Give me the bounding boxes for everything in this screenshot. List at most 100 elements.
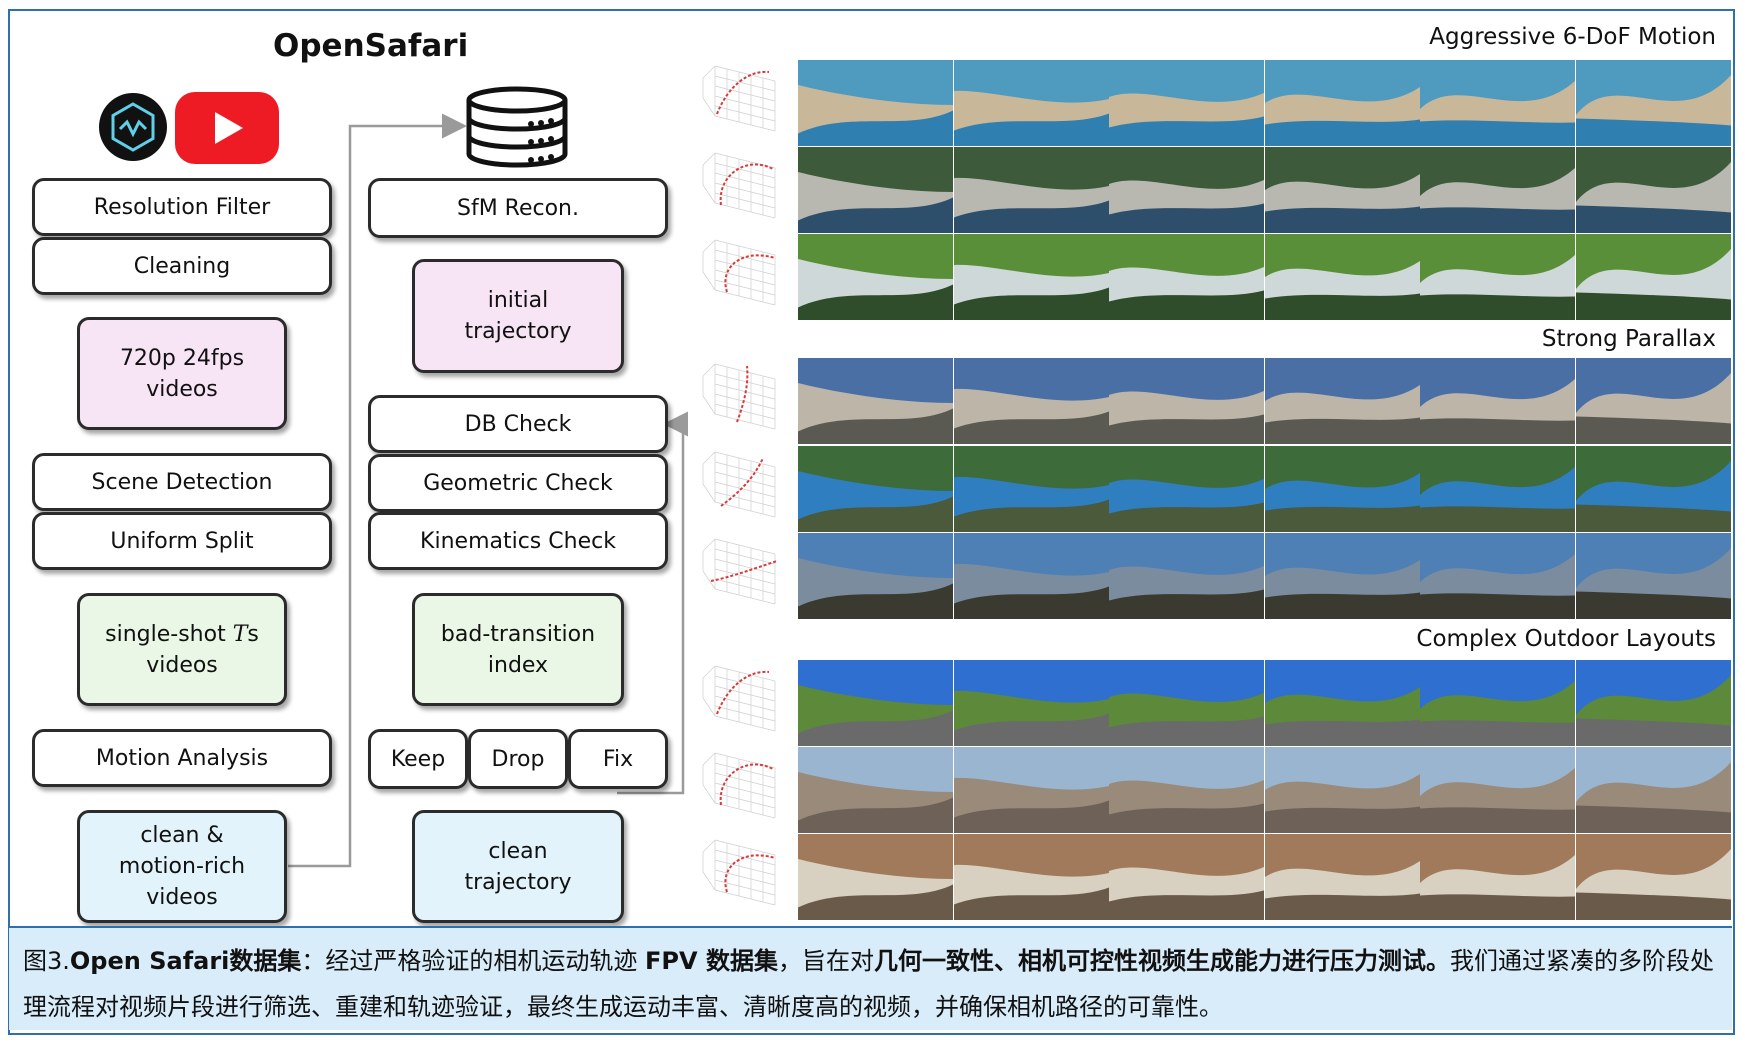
trajectory-plot — [702, 239, 776, 306]
video-frame — [1420, 446, 1575, 532]
kinematics-check-label: Kinematics Check — [420, 528, 616, 554]
caption-text-3: 我们通过紧凑的多阶段处理流程对视频片段进行筛选、重建和轨迹验证，最终生成运动丰富… — [23, 947, 1714, 1021]
motion-analysis-label: Motion Analysis — [95, 745, 269, 771]
trajectory-plot — [702, 665, 776, 732]
caption-fpv-dataset: FPV 数据集 — [645, 947, 778, 975]
resolution-filter-label: Resolution Filter — [93, 194, 271, 220]
video-frame — [798, 533, 953, 619]
video-frame — [798, 60, 953, 146]
video-frame — [798, 834, 953, 920]
video-frame — [798, 234, 953, 320]
video-frame — [1420, 660, 1575, 746]
db-check-box: DB Check — [368, 395, 668, 453]
uniform-split-label: Uniform Split — [110, 528, 254, 554]
video-frame — [1264, 358, 1420, 444]
video-frame — [1575, 147, 1731, 233]
video-frame — [1420, 834, 1575, 920]
motion-analysis-box: Motion Analysis — [32, 729, 332, 787]
cleaning-box: Cleaning — [32, 237, 332, 295]
video-frame — [953, 446, 1109, 532]
video-frame — [953, 834, 1109, 920]
scene-detection-box: Scene Detection — [32, 453, 332, 511]
video-frame — [1109, 147, 1264, 233]
video-frame — [953, 660, 1109, 746]
initial-trajectory-label: initial trajectory — [464, 288, 572, 344]
video-frame — [1264, 60, 1420, 146]
geometric-check-box: Geometric Check — [368, 454, 668, 512]
brand-logo-icon — [98, 92, 168, 162]
db-check-label: DB Check — [464, 411, 572, 437]
video-frame — [1109, 747, 1264, 833]
fix-label: Fix — [602, 746, 634, 772]
video-frame — [1109, 234, 1264, 320]
video-frame — [1109, 60, 1264, 146]
video-frame — [1264, 660, 1420, 746]
database-icon — [465, 86, 569, 168]
clean-trajectory-label: clean trajectory — [464, 838, 572, 895]
section-label: Aggressive 6-DoF Motion — [1429, 24, 1716, 50]
video-frame — [1264, 234, 1420, 320]
video-frame — [953, 234, 1109, 320]
caption-figure-number: 图3. — [23, 947, 70, 975]
drop-label: Drop — [491, 746, 545, 772]
video-frame — [953, 747, 1109, 833]
video-frame — [953, 358, 1109, 444]
bad-transition-index-box: bad-transition index — [412, 593, 624, 706]
video-frame — [1575, 834, 1731, 920]
single-shot-math: T — [232, 621, 248, 647]
cleaning-label: Cleaning — [133, 253, 231, 279]
video-frame — [1420, 60, 1575, 146]
video-frame — [1264, 147, 1420, 233]
uniform-split-box: Uniform Split — [32, 512, 332, 570]
video-frame — [1420, 147, 1575, 233]
video-frame — [1264, 533, 1420, 619]
clean-trajectory-box: clean trajectory — [412, 810, 624, 923]
video-frame — [1109, 533, 1264, 619]
trajectory-plot — [702, 451, 776, 518]
single-shot-label-a: single-shot — [105, 621, 233, 647]
video-frame — [798, 147, 953, 233]
video-frame — [1575, 358, 1731, 444]
video-frame — [1420, 533, 1575, 619]
sfm-recon-box: SfM Recon. — [368, 178, 668, 238]
clean-motion-rich-videos-label: clean & motion-rich videos — [118, 823, 246, 910]
video-frame — [953, 147, 1109, 233]
video-frame — [953, 60, 1109, 146]
caption-text-2: ，旨在对 — [777, 947, 874, 975]
trajectory-plot — [702, 65, 776, 132]
trajectory-plot — [702, 839, 776, 906]
keep-box: Keep — [368, 729, 468, 789]
clean-motion-rich-videos-box: clean & motion-rich videos — [77, 810, 287, 923]
trajectory-plot — [702, 363, 776, 430]
diagram-title: OpenSafari — [273, 28, 469, 64]
720p-videos-box: 720p 24fps videos — [77, 317, 287, 430]
trajectory-plot — [702, 752, 776, 819]
video-frame — [1264, 446, 1420, 532]
video-frame — [1109, 446, 1264, 532]
scene-detection-label: Scene Detection — [91, 469, 273, 495]
single-shot-label-b: s videos — [146, 621, 259, 678]
geometric-check-label: Geometric Check — [423, 470, 613, 496]
video-frame — [1575, 533, 1731, 619]
single-shot-videos-box: single-shot Ts videos — [77, 593, 287, 706]
video-frame — [953, 533, 1109, 619]
trajectory-plot — [702, 152, 776, 219]
keep-label: Keep — [390, 746, 446, 772]
video-frame — [1109, 660, 1264, 746]
drop-box: Drop — [468, 729, 568, 789]
trajectory-plot — [702, 538, 778, 605]
720p-videos-label: 720p 24fps videos — [119, 345, 245, 402]
kinematics-check-box: Kinematics Check — [368, 512, 668, 570]
fix-box: Fix — [568, 729, 668, 789]
resolution-filter-box: Resolution Filter — [32, 178, 332, 236]
video-frame — [1109, 358, 1264, 444]
sfm-recon-label: SfM Recon. — [456, 195, 579, 221]
section-label: Complex Outdoor Layouts — [1416, 626, 1716, 652]
initial-trajectory-box: initial trajectory — [412, 259, 624, 373]
caption-text-1: ：经过严格验证的相机运动轨迹 — [301, 947, 646, 975]
video-frame — [1420, 234, 1575, 320]
caption-stress-test: 几何一致性、相机可控性视频生成能力进行压力测试。 — [873, 947, 1450, 975]
bad-transition-index-label: bad-transition index — [440, 621, 596, 678]
video-frame — [1575, 660, 1731, 746]
figure-caption: 图3.Open Safari数据集：经过严格验证的相机运动轨迹 FPV 数据集，… — [9, 926, 1732, 1030]
